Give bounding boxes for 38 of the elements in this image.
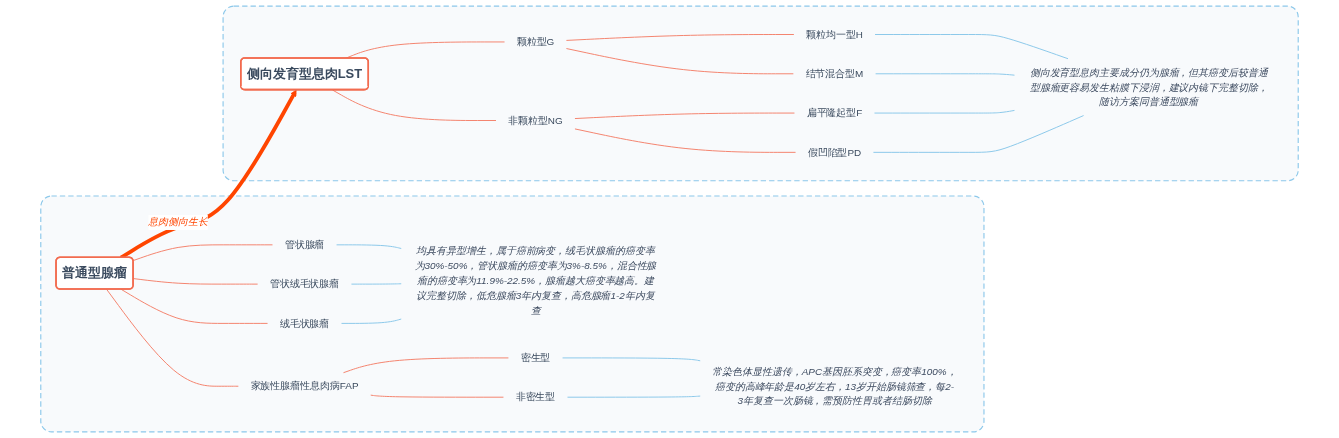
node-text: 非颗粒型NG (508, 114, 563, 127)
node-text: 扁平隆起型F (806, 107, 863, 119)
connector (332, 89, 497, 121)
connector (350, 283, 402, 285)
node-text: 结节混合型M (805, 67, 864, 80)
connector (342, 357, 509, 374)
connector (106, 288, 239, 387)
cluster (40, 195, 985, 433)
node-text: 均具有异型增生，属于癌前病变，绒毛状腺瘤的癌变率为30%-50%，管状腺瘤的癌变率为3%-8.5%，混合性腺瘤的癌变率为11.9%-22.5%，腺瘤越大癌变率越高。建议完整切除，低危腺瘤3年内复查，高危腺瘤1-2年内复查 (414, 245, 657, 316)
edge-label: 息肉侧向生长 (148, 216, 208, 228)
node-text: 颗粒型G (516, 36, 555, 48)
node-text: 颗粒均一型H (806, 28, 863, 41)
node-text: 管状腺瘤 (284, 238, 325, 251)
connector (565, 48, 794, 75)
node-text: 常染色体显性遗传，APC基因胚系突变，癌变率100%，癌变的高峰年龄是40岁左右，13岁开始肠镜筛查，每2-3年复查一次肠镜，需预防性胃或者结肠切除 (712, 365, 957, 407)
connector (370, 394, 504, 398)
connector (562, 357, 701, 362)
connector (132, 244, 273, 261)
connector (874, 109, 1015, 114)
node-text: 管状绒毛状腺瘤 (269, 278, 340, 290)
connector (336, 244, 402, 249)
connector (565, 34, 795, 41)
node-text: 密生型 (520, 352, 551, 364)
connector (872, 115, 1085, 153)
connector (574, 128, 797, 153)
connector (574, 112, 795, 120)
node-text: 绒毛状腺瘤 (279, 317, 330, 329)
node-text: 侧向发育型息肉主要成分仍为腺瘤，但其癌变后较普通型腺瘤更容易发生粘膜下浸润，建议内镜下完整切除，随访方案同普通型腺瘤 (1029, 66, 1268, 108)
node-text: 假凹陷型PD (807, 146, 862, 158)
node-text: 非密生型 (515, 391, 556, 403)
arrow (119, 89, 297, 260)
connector (875, 73, 1015, 76)
node-text: 家族性腺瘤性息肉病FAP (250, 380, 359, 392)
connector (341, 318, 402, 324)
connector (567, 395, 701, 398)
connector (874, 34, 1069, 60)
connector (120, 288, 269, 324)
cluster (222, 5, 1299, 182)
